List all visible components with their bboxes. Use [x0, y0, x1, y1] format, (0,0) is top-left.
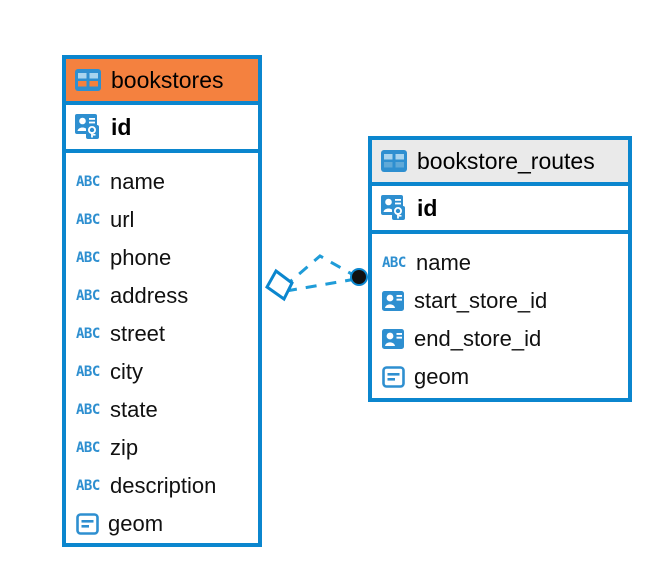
- geometry-icon: [382, 366, 406, 388]
- field-row[interactable]: ABC zip: [66, 429, 258, 467]
- rhombus-marker: [265, 268, 294, 302]
- entity-header-bookstore-routes[interactable]: bookstore_routes: [372, 140, 628, 186]
- field-label: phone: [110, 245, 172, 270]
- primary-key-label: id: [417, 194, 438, 221]
- filled-circle-marker: [350, 268, 368, 286]
- foreign-key-icon: [382, 290, 406, 312]
- abc-text-icon: ABC: [76, 326, 100, 342]
- field-row[interactable]: ABC state: [66, 391, 258, 429]
- table-icon: [381, 150, 407, 172]
- field-label: name: [110, 169, 166, 194]
- field-list-bookstores: ABC name ABC url ABC phone ABC address A…: [66, 153, 258, 549]
- entity-title: bookstores: [111, 66, 224, 93]
- primary-key-icon: [381, 195, 409, 221]
- field-label: description: [110, 473, 217, 498]
- field-label: state: [110, 397, 158, 422]
- primary-key-label: id: [111, 113, 132, 140]
- abc-text-icon: ABC: [76, 212, 100, 228]
- abc-text-icon: ABC: [76, 440, 100, 456]
- abc-text-icon: ABC: [76, 478, 100, 494]
- field-label: zip: [110, 435, 139, 460]
- field-list-bookstore-routes: ABC name start_store_id: [372, 234, 628, 402]
- entity-bookstores[interactable]: bookstores id ABC: [62, 55, 262, 547]
- field-label: name: [416, 250, 472, 275]
- relationship-line-upper: [283, 254, 358, 289]
- table-icon: [75, 69, 101, 91]
- abc-text-icon: ABC: [382, 255, 406, 271]
- primary-key-icon: [75, 114, 103, 140]
- field-row[interactable]: ABC phone: [66, 239, 258, 277]
- primary-key-row-bookstores[interactable]: id: [66, 105, 258, 153]
- field-row[interactable]: ABC street: [66, 315, 258, 353]
- field-label: address: [110, 283, 189, 308]
- field-row[interactable]: end_store_id: [372, 320, 628, 358]
- field-row[interactable]: geom: [66, 505, 258, 543]
- abc-text-icon: ABC: [76, 250, 100, 266]
- field-row[interactable]: geom: [372, 358, 628, 396]
- field-row[interactable]: start_store_id: [372, 282, 628, 320]
- field-row[interactable]: ABC name: [372, 244, 628, 282]
- field-label: geom: [414, 364, 470, 389]
- field-row[interactable]: ABC name: [66, 163, 258, 201]
- field-row[interactable]: ABC city: [66, 353, 258, 391]
- field-row[interactable]: ABC address: [66, 277, 258, 315]
- foreign-key-icon: [382, 328, 406, 350]
- entity-title: bookstore_routes: [417, 147, 595, 174]
- field-label: street: [110, 321, 166, 346]
- entity-bookstore-routes[interactable]: bookstore_routes id ABC: [368, 136, 632, 402]
- abc-text-icon: ABC: [76, 364, 100, 380]
- field-label: start_store_id: [414, 288, 548, 313]
- field-row[interactable]: ABC description: [66, 467, 258, 505]
- field-label: geom: [108, 511, 164, 536]
- abc-text-icon: ABC: [76, 174, 100, 190]
- geometry-icon: [76, 513, 100, 535]
- field-row[interactable]: ABC url: [66, 201, 258, 239]
- abc-text-icon: ABC: [76, 288, 100, 304]
- primary-key-row-bookstore-routes[interactable]: id: [372, 186, 628, 234]
- field-label: url: [110, 207, 135, 232]
- relationship-line-lower: [285, 277, 357, 293]
- field-label: end_store_id: [414, 326, 542, 351]
- field-label: city: [110, 359, 143, 384]
- entity-header-bookstores[interactable]: bookstores: [66, 59, 258, 105]
- abc-text-icon: ABC: [76, 402, 100, 418]
